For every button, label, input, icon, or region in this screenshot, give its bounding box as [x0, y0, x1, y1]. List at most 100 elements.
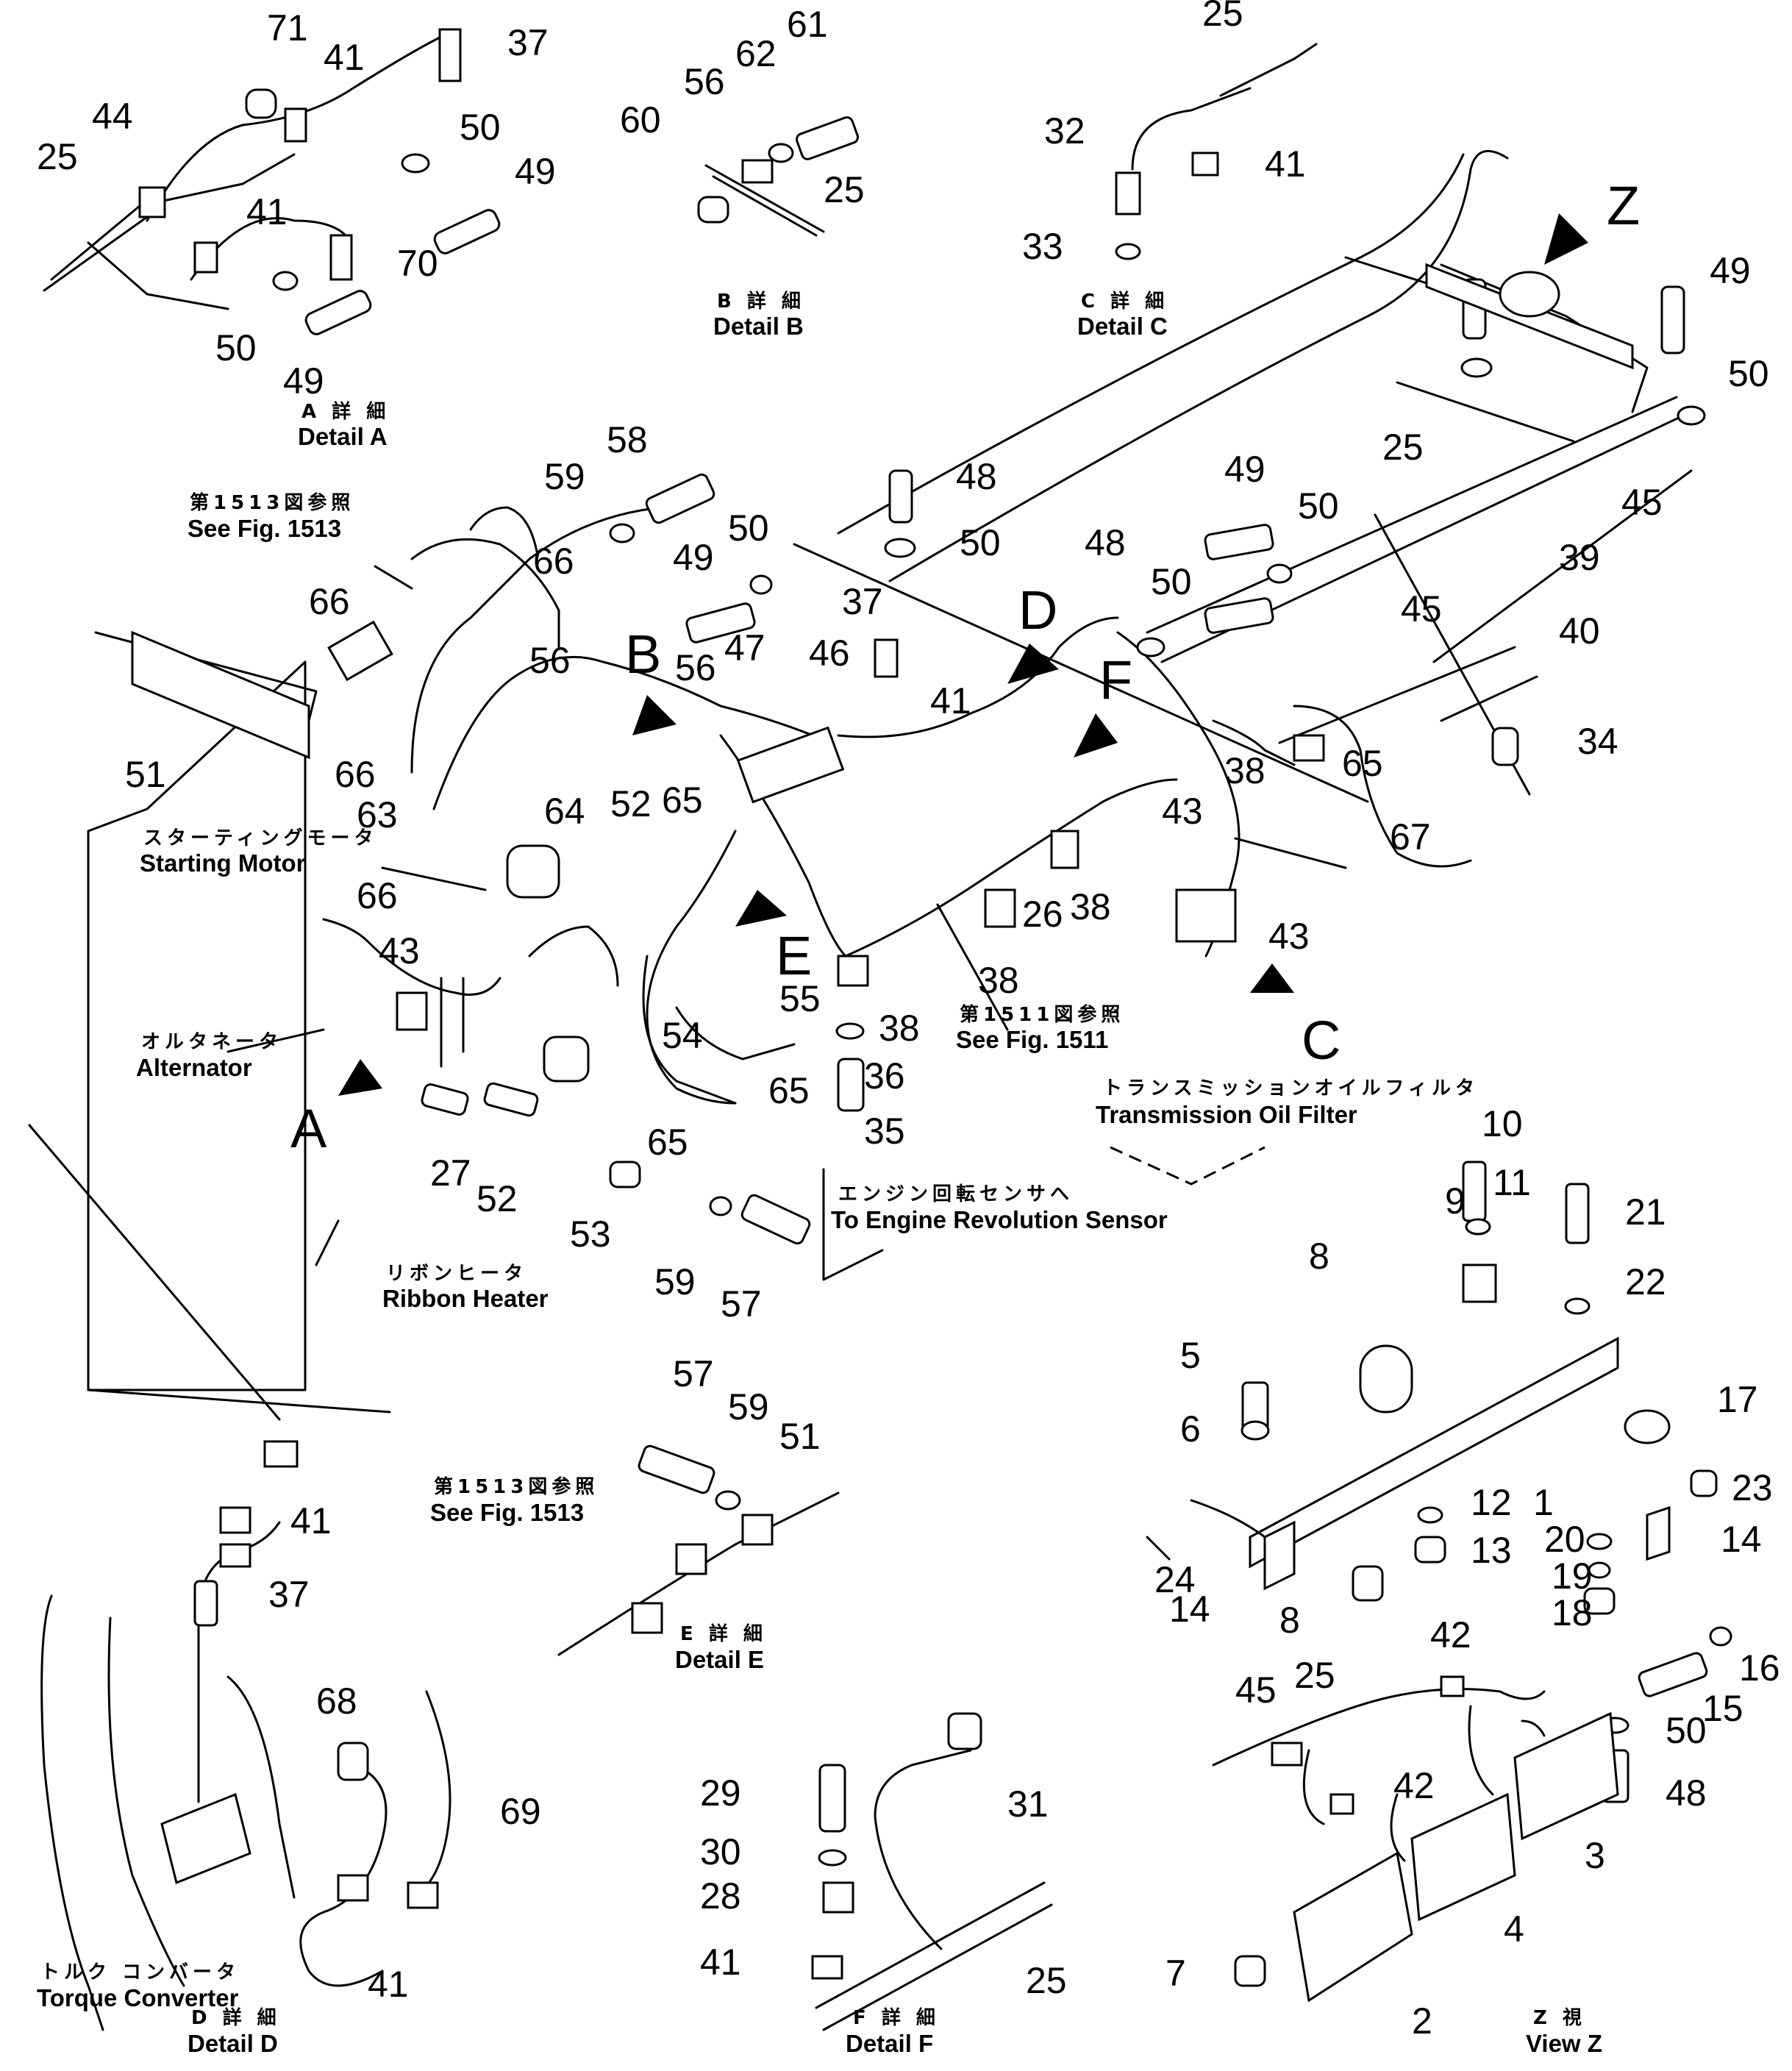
- frame-diagonal-2: [87, 1389, 391, 1414]
- callout: 49: [673, 537, 714, 578]
- tx-oil-filter-en: Transmission Oil Filter: [1096, 1101, 1357, 1128]
- callout: 25: [1382, 427, 1424, 468]
- view-letter-f: F: [1099, 649, 1132, 710]
- detail-e: [557, 1444, 840, 1656]
- callout: 60: [620, 99, 661, 140]
- see-1513-e-en: See Fig. 1513: [430, 1499, 584, 1526]
- leader-tx-filter: [1110, 1146, 1266, 1186]
- clip-44: [138, 186, 166, 218]
- callout: 46: [809, 632, 850, 674]
- clip-41-f: [811, 1955, 843, 1980]
- washer-50-m1: [884, 538, 916, 558]
- callout: 62: [735, 33, 777, 74]
- callout: 52: [610, 783, 652, 824]
- callout: 43: [1268, 916, 1310, 957]
- bolt-57-e: [638, 1444, 715, 1494]
- washer-30: [818, 1849, 847, 1867]
- callout: 25: [1294, 1655, 1335, 1696]
- sensor-31: [947, 1712, 982, 1750]
- callout: 38: [978, 960, 1019, 1001]
- detail-c-title-jp: C 詳 細: [1081, 290, 1168, 313]
- callouts: 71 41 37 44 25 50 49 41 70 50 49 61 62 5…: [37, 0, 1780, 2042]
- torque-converter-jp: トルク コンバータ: [40, 1961, 240, 1983]
- callout: 50: [1666, 1710, 1707, 1751]
- washer-50-m3: [1266, 563, 1293, 584]
- callout: 43: [1162, 791, 1203, 832]
- washer-59-b: [709, 1196, 732, 1216]
- wire-66-run: [410, 538, 560, 649]
- torque-converter-outline-1: [40, 1594, 104, 2031]
- callout: 50: [1728, 353, 1769, 394]
- callout: 22: [1625, 1261, 1666, 1302]
- lamp-8: [1359, 1344, 1413, 1414]
- callout: 53: [570, 1213, 611, 1255]
- connector-69: [407, 1881, 439, 1909]
- callout: 49: [515, 151, 556, 192]
- callout: 27: [430, 1152, 471, 1194]
- callout: 49: [1710, 250, 1751, 291]
- callout: 65: [768, 1070, 810, 1111]
- callout: 42: [1393, 1765, 1435, 1806]
- detail-d: [40, 1440, 451, 2031]
- sensor-37-a: [438, 28, 462, 82]
- callout: 51: [779, 1416, 821, 1457]
- callout: 61: [787, 4, 828, 45]
- callout: 50: [215, 327, 257, 368]
- lamp-4: [1410, 1792, 1516, 1922]
- detail-a-title-en: Detail A: [298, 423, 388, 450]
- clip-38-mid: [984, 888, 1016, 928]
- connector-e-2: [675, 1543, 707, 1575]
- clip-42-b: [1329, 1793, 1354, 1815]
- callout: 26: [1022, 894, 1063, 935]
- callout: 45: [1401, 588, 1442, 630]
- arrow-f: [1074, 713, 1118, 758]
- callout: 36: [864, 1055, 905, 1097]
- bolt-58: [645, 473, 715, 524]
- engine-sensor-jp: エンジン回転センサへ: [838, 1183, 1074, 1205]
- alternator-en: Alternator: [136, 1054, 252, 1081]
- callout: 50: [1298, 485, 1339, 527]
- tx-oil-filter-jp: トランスミッションオイルフィルタ: [1103, 1077, 1479, 1099]
- see-1511-en: See Fig. 1511: [956, 1026, 1108, 1053]
- callout: 30: [700, 1831, 741, 1872]
- washer-36: [835, 1022, 865, 1040]
- callout: 8: [1309, 1236, 1329, 1277]
- mount-14-left: [1263, 1520, 1296, 1591]
- arrow-b: [632, 695, 677, 735]
- harness-run-2: [432, 655, 832, 810]
- callout: 65: [662, 780, 703, 821]
- ribbon-heater-wires: [528, 925, 619, 987]
- grommet-71: [245, 88, 277, 119]
- callout: 24: [1154, 1559, 1196, 1600]
- callout: 39: [1559, 537, 1600, 578]
- callout: 28: [700, 1875, 741, 1917]
- view-arrows: [226, 213, 1588, 1281]
- callout: 57: [721, 1283, 762, 1325]
- bolt-49-m2: [685, 602, 756, 644]
- captions: A 詳 細 Detail A B 詳 細 Detail B C 詳 細 Deta…: [37, 290, 1602, 2057]
- bolt-29: [818, 1764, 846, 1833]
- sensor-68: [337, 1742, 369, 1781]
- callout: 9: [1445, 1180, 1466, 1222]
- callout: 66: [533, 541, 574, 582]
- callout: 56: [529, 640, 571, 681]
- reflector-17: [1624, 1409, 1671, 1444]
- detail-e-title-jp: E 詳 細: [680, 1622, 767, 1645]
- detail-c: [1115, 43, 1318, 260]
- callout: 3: [1585, 1835, 1605, 1876]
- lamp-2: [1293, 1851, 1413, 2003]
- sensor-70: [329, 234, 353, 281]
- callout: 20: [1544, 1519, 1585, 1560]
- arrow-e: [735, 890, 787, 927]
- callout: 50: [1151, 561, 1192, 602]
- detail-f-title-en: Detail F: [846, 2030, 933, 2057]
- washer-12: [1417, 1506, 1443, 1524]
- harness-run-5: [844, 778, 1178, 958]
- connector-d-1: [219, 1506, 251, 1534]
- callout: 67: [1390, 816, 1431, 858]
- harness-run-4: [837, 616, 1119, 738]
- clip-41-a2: [193, 241, 218, 274]
- nut-23: [1690, 1469, 1718, 1497]
- connector-65: [1293, 734, 1325, 762]
- lamp-3: [1513, 1711, 1619, 1841]
